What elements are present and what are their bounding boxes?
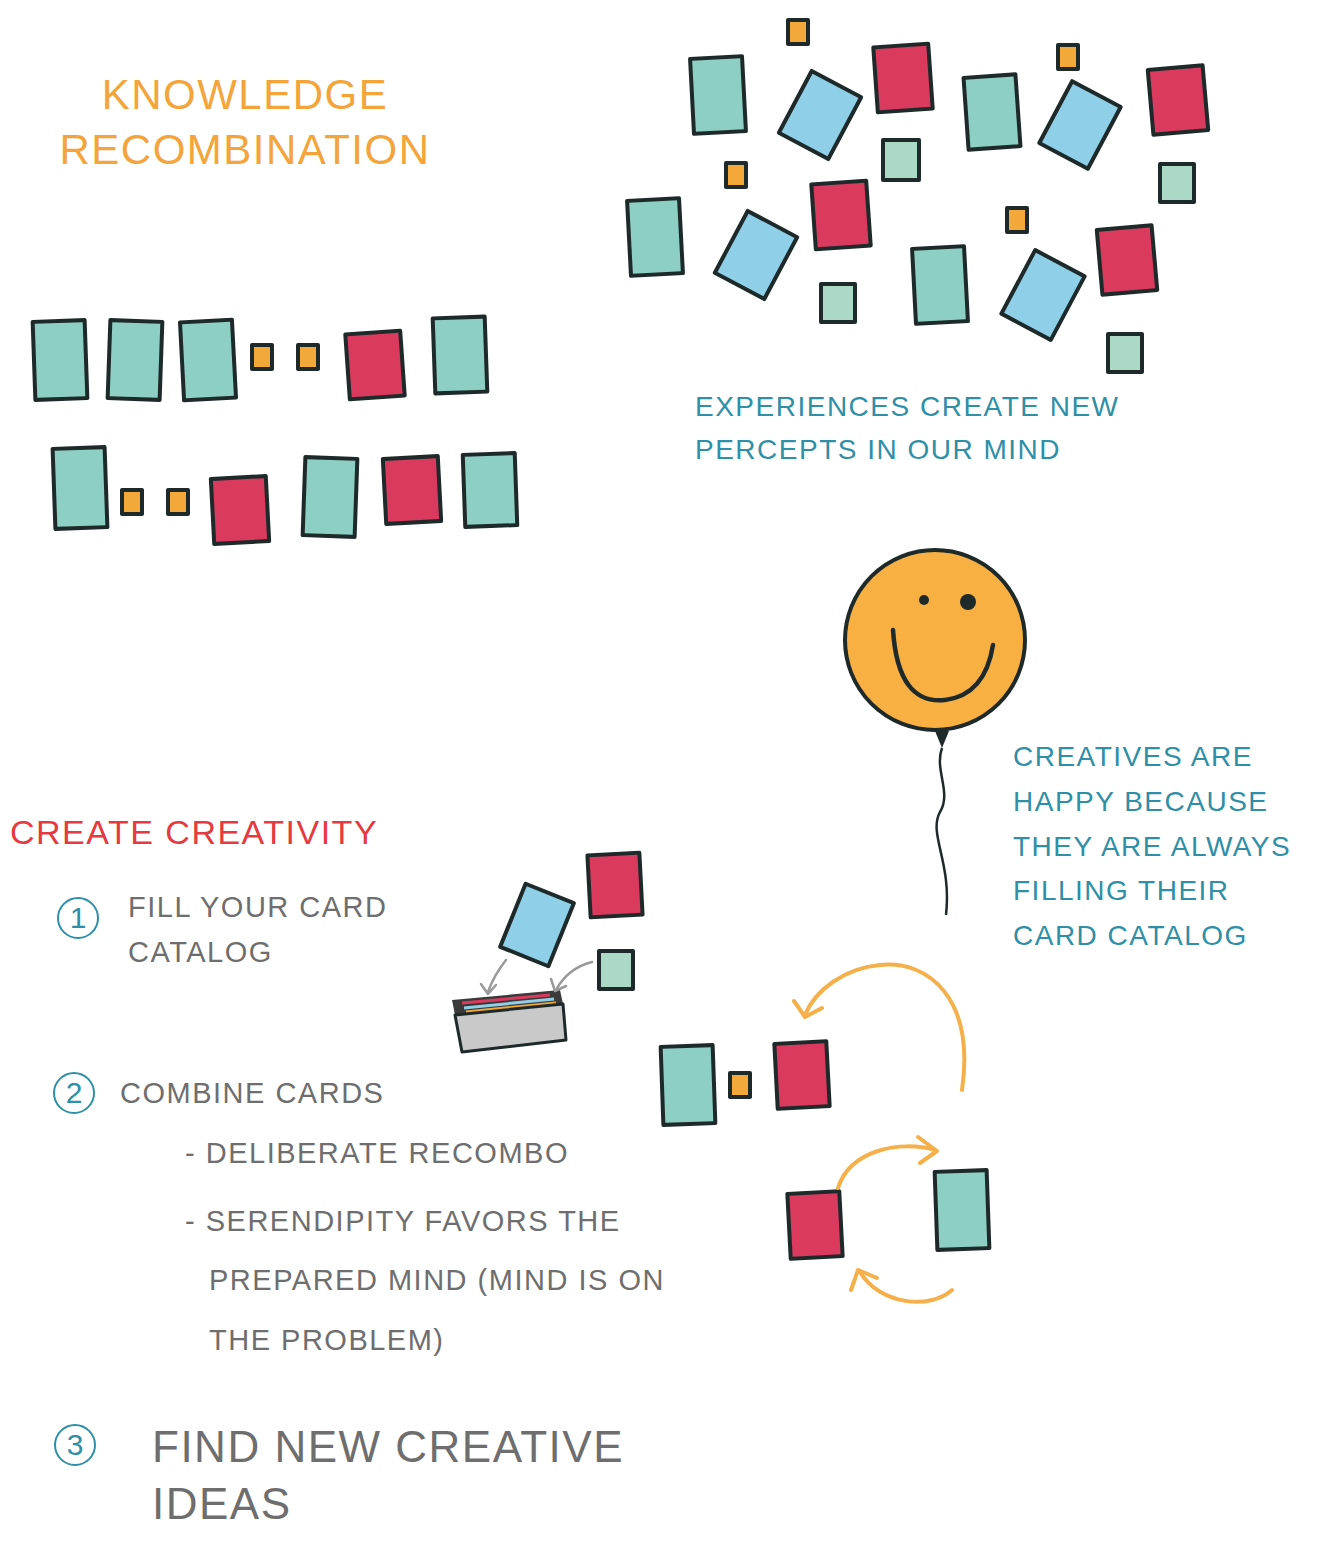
small-card	[1108, 334, 1142, 372]
teal-card	[627, 198, 683, 276]
red-card	[345, 331, 404, 400]
label-block: FILL YOUR CARD CATALOG	[128, 885, 448, 975]
small-card	[1058, 45, 1078, 69]
teal-card	[180, 320, 236, 401]
teal-card	[53, 447, 108, 529]
note-text: FILL YOUR CARD CATALOG	[128, 885, 448, 975]
teal-card	[108, 320, 163, 400]
small-card	[1007, 208, 1027, 232]
small-card	[788, 20, 808, 44]
swap-arrow	[805, 965, 964, 1090]
teal-card	[303, 457, 358, 537]
step-number: 1	[70, 903, 87, 933]
drop-arrow	[556, 962, 592, 990]
drop-arrow	[551, 979, 566, 991]
label-block: EXPERIENCES CREATE NEW PERCEPTS IN OUR M…	[695, 385, 1125, 472]
note-text: COMBINE CARDS	[120, 1075, 460, 1113]
blue-card	[1039, 81, 1120, 169]
title-block: KNOWLEDGE RECOMBINATION	[20, 68, 470, 177]
swap-arrow	[794, 1001, 822, 1017]
circle-outline	[54, 1073, 94, 1113]
label-block: FIND NEW CREATIVE IDEAS	[152, 1418, 752, 1532]
balloon-eye	[919, 595, 929, 605]
balloon-smile	[893, 630, 993, 700]
note-text: CREATIVES ARE HAPPY BECAUSE THEY ARE ALW…	[1013, 735, 1318, 959]
small-card	[252, 345, 272, 369]
red-card	[211, 476, 269, 544]
red-card	[1097, 225, 1157, 295]
teal-card	[433, 317, 488, 394]
label-block: CREATE CREATIVITY	[10, 810, 530, 854]
blue-card	[500, 884, 574, 967]
teal-card	[935, 1170, 990, 1250]
small-card	[298, 345, 318, 369]
teal-card	[964, 74, 1021, 149]
red-card	[811, 181, 870, 250]
step-number-circle: 3	[53, 1423, 97, 1467]
step-number-circle: 1	[56, 896, 100, 940]
small-card	[821, 284, 855, 322]
balloon-knot	[935, 731, 949, 748]
note-text: - DELIBERATE RECOMBO	[185, 1135, 665, 1173]
small-card	[883, 140, 919, 180]
swap-arrow	[838, 1146, 935, 1188]
blue-card	[779, 71, 861, 159]
balloon	[845, 550, 1025, 730]
label-block: - DELIBERATE RECOMBO	[185, 1135, 665, 1173]
label-block: CREATIVES ARE HAPPY BECAUSE THEY ARE ALW…	[1013, 735, 1318, 959]
teal-card	[661, 1045, 716, 1125]
step-number-circle: 2	[52, 1071, 96, 1115]
note-text: - SERENDIPITY FAVORS THE PREPARED MIND (…	[185, 1192, 725, 1370]
small-card	[599, 951, 633, 989]
label-block: - SERENDIPITY FAVORS THE PREPARED MIND (…	[185, 1192, 725, 1370]
catalog-box	[455, 1004, 566, 1052]
balloon-string	[937, 748, 947, 915]
note-text: CREATE CREATIVITY	[10, 810, 530, 854]
blue-card	[715, 211, 797, 299]
small-card	[122, 490, 142, 514]
balloon-eye	[960, 594, 976, 610]
step-number: 3	[67, 1430, 84, 1460]
teal-card	[463, 453, 517, 527]
circle-outline	[55, 1425, 95, 1465]
drop-arrow	[488, 960, 506, 992]
swap-arrow	[851, 1270, 877, 1290]
note-text: FIND NEW CREATIVE IDEAS	[152, 1418, 752, 1532]
red-card	[383, 456, 441, 524]
small-card	[1160, 164, 1194, 202]
teal-card	[33, 320, 88, 400]
small-card	[726, 163, 746, 187]
small-card	[730, 1073, 750, 1097]
label-block: COMBINE CARDS	[120, 1075, 460, 1113]
red-card	[1148, 65, 1208, 135]
red-card	[587, 853, 642, 918]
drop-arrow	[481, 984, 496, 994]
note-text: EXPERIENCES CREATE NEW PERCEPTS IN OUR M…	[695, 385, 1125, 472]
small-card	[168, 490, 188, 514]
step-number: 2	[66, 1078, 83, 1108]
red-card	[873, 44, 932, 113]
blue-card	[1001, 250, 1084, 340]
circle-outline	[58, 898, 98, 938]
teal-card	[912, 246, 968, 324]
teal-card	[690, 56, 746, 134]
title: KNOWLEDGE RECOMBINATION	[20, 68, 470, 177]
red-card	[774, 1041, 829, 1109]
swap-arrow	[918, 1137, 937, 1163]
red-card	[787, 1191, 842, 1259]
